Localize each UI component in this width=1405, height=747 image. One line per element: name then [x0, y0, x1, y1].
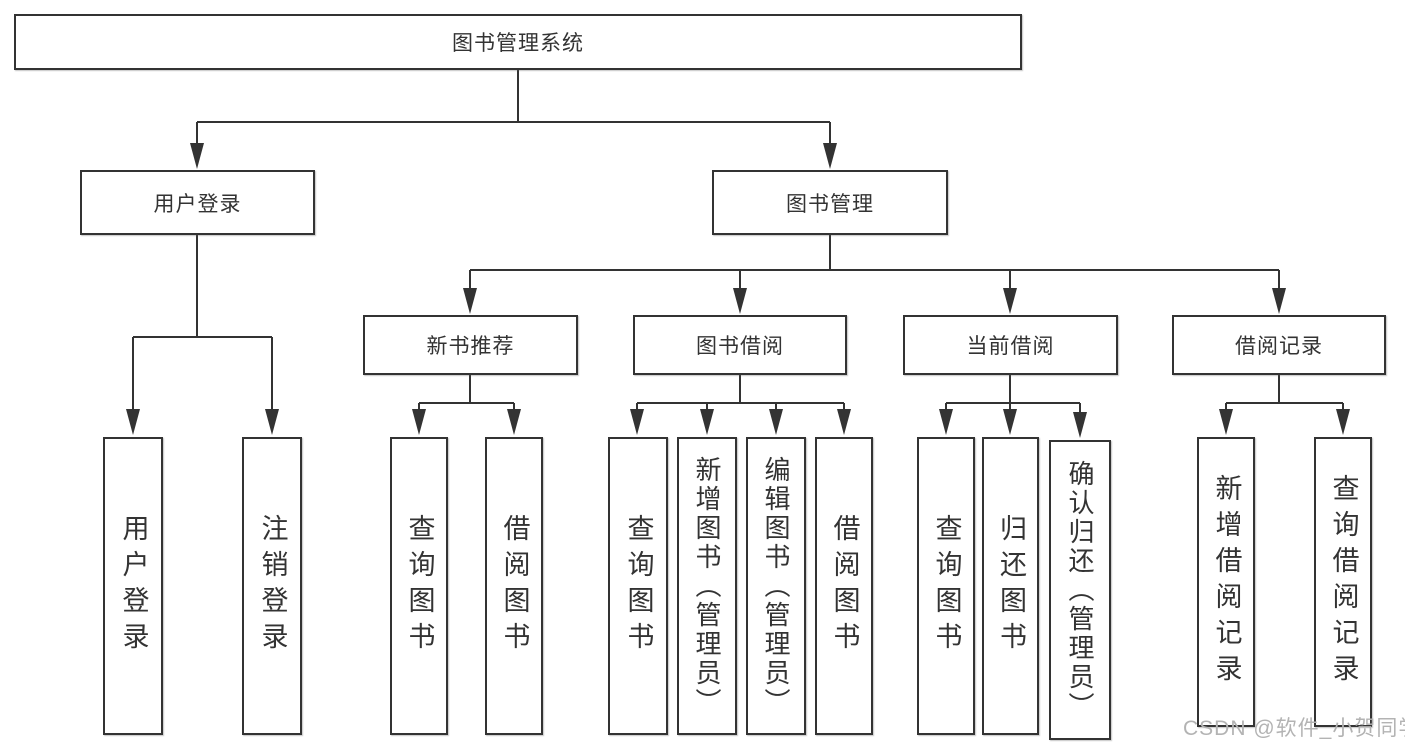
node-borrow-records: 借阅记录	[1172, 315, 1386, 375]
arrowhead-icon	[1003, 288, 1017, 314]
node-new-book-recommend: 新书推荐	[363, 315, 578, 375]
arrowhead-icon	[837, 409, 851, 435]
leaf-records-query-record: 查询借阅记录	[1314, 437, 1372, 727]
csdn-watermark: CSDN @软件_小贺同学	[1183, 717, 1405, 740]
leaf-logout: 注销登录	[242, 437, 302, 735]
leaf-records-add-record-label: 新增借阅记录	[1211, 474, 1242, 690]
node-book-management: 图书管理	[712, 170, 948, 235]
arrowhead-icon	[1003, 409, 1017, 435]
leaf-newbook-borrow-books: 借阅图书	[485, 437, 543, 735]
arrowhead-icon	[190, 143, 204, 169]
leaf-current-query-books: 查询图书	[917, 437, 975, 735]
leaf-current-confirm-return-admin: 确认归还（管理员）	[1049, 440, 1111, 740]
arrowhead-icon	[700, 409, 714, 435]
arrowhead-icon	[412, 409, 426, 435]
leaf-current-query-books-label: 查询图书	[931, 514, 962, 658]
leaf-borrow-add-books-admin-label: 新增图书（管理员）	[692, 455, 722, 717]
leaf-newbook-borrow-books-label: 借阅图书	[499, 514, 530, 658]
node-library-management-system: 图书管理系统	[14, 14, 1022, 70]
leaf-borrow-query-books: 查询图书	[608, 437, 668, 735]
arrowhead-icon	[1272, 288, 1286, 314]
arrowhead-icon	[507, 409, 521, 435]
leaf-newbook-query-books: 查询图书	[390, 437, 448, 735]
arrowhead-icon	[1073, 412, 1087, 438]
leaf-borrow-borrow-books: 借阅图书	[815, 437, 873, 735]
leaf-borrow-add-books-admin: 新增图书（管理员）	[677, 437, 737, 735]
leaf-logout-label: 注销登录	[257, 514, 288, 658]
node-user-login: 用户登录	[80, 170, 315, 235]
leaf-records-query-record-label: 查询借阅记录	[1328, 474, 1359, 690]
node-current-borrow: 当前借阅	[903, 315, 1118, 375]
arrowhead-icon	[1219, 409, 1233, 435]
arrowhead-icon	[769, 409, 783, 435]
node-book-borrow: 图书借阅	[633, 315, 847, 375]
leaf-current-return-books: 归还图书	[982, 437, 1039, 735]
leaf-newbook-query-books-label: 查询图书	[404, 514, 435, 658]
leaf-current-confirm-return-admin-label: 确认归还（管理员）	[1065, 459, 1095, 721]
arrowhead-icon	[1336, 409, 1350, 435]
leaf-borrow-borrow-books-label: 借阅图书	[829, 514, 860, 658]
leaf-borrow-edit-books-admin-label: 编辑图书（管理员）	[761, 455, 791, 717]
arrowhead-icon	[733, 288, 747, 314]
leaf-current-return-books-label: 归还图书	[996, 514, 1026, 658]
arrowhead-icon	[823, 143, 837, 169]
leaf-user-login-label: 用户登录	[118, 514, 149, 658]
leaf-borrow-edit-books-admin: 编辑图书（管理员）	[746, 437, 806, 735]
arrowhead-icon	[939, 409, 953, 435]
arrowhead-icon	[126, 409, 140, 435]
arrowhead-icon	[630, 409, 644, 435]
leaf-user-login: 用户登录	[103, 437, 163, 735]
leaf-borrow-query-books-label: 查询图书	[623, 514, 654, 658]
leaf-records-add-record: 新增借阅记录	[1197, 437, 1255, 727]
arrowhead-icon	[265, 409, 279, 435]
arrowhead-icon	[463, 288, 477, 314]
